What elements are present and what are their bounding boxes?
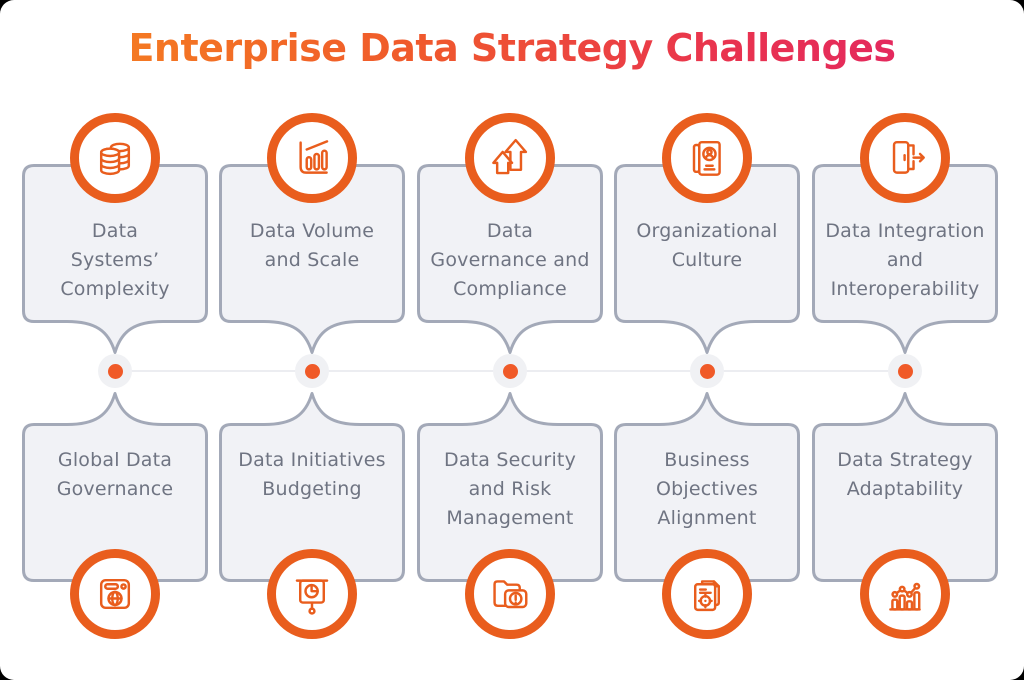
top-card (614, 164, 800, 354)
door-exit-icon (892, 140, 925, 174)
dot-core (897, 363, 913, 379)
top-card (219, 164, 405, 354)
challenge-column-3: Data Governance and Compliance Data Secu… (417, 0, 603, 680)
top-card (22, 164, 208, 354)
timeline-dot (493, 354, 527, 388)
top-card (812, 164, 998, 354)
bar-chart-growth-icon (299, 140, 329, 174)
top-card-label: Data Volume and Scale (249, 220, 375, 271)
timeline-dot (98, 354, 132, 388)
icon-badge (70, 113, 160, 203)
top-card-label: Data Systems’ Complexity (60, 220, 170, 300)
top-card-label: Data Governance and Compliance (430, 220, 590, 300)
bottom-card (614, 392, 800, 582)
top-card-label: Organizational Culture (636, 220, 778, 271)
icon-badge (860, 113, 950, 203)
bottom-card (417, 392, 603, 582)
bottom-card-label: Global Data Governance (56, 449, 174, 500)
dot-core (304, 363, 320, 379)
icon-badge (860, 549, 950, 639)
challenge-column-2: Data Volume and Scale Data Initiatives B… (219, 0, 405, 680)
trend-bars-icon (889, 582, 921, 611)
bottom-card-label: Data Strategy Adaptability (837, 449, 973, 500)
top-card (417, 164, 603, 354)
timeline-dot (690, 354, 724, 388)
page-title: Enterprise Data Strategy Challenges (0, 26, 1024, 70)
icon-badge (70, 549, 160, 639)
presentation-pie-icon (295, 579, 329, 615)
top-card-label: Data Integration and Interoperability (825, 220, 985, 300)
bottom-card-label: Data Security and Risk Management (443, 449, 577, 529)
database-icon (99, 142, 131, 176)
icon-badge (465, 113, 555, 203)
dot-core (502, 363, 518, 379)
bottom-card (812, 392, 998, 582)
documents-target-icon (694, 580, 720, 612)
bottom-card (219, 392, 405, 582)
folder-warning-icon (493, 580, 528, 609)
challenge-column-4: Organizational Culture Business Objectiv… (614, 0, 800, 680)
bottom-card-label: Data Initiatives Budgeting (238, 449, 386, 500)
id-booklet-icon (692, 140, 721, 176)
icon-badge (267, 113, 357, 203)
timeline-dot (295, 354, 329, 388)
icon-badge (662, 113, 752, 203)
challenge-column-1: Data Systems’ Complexity Global Data Gov… (22, 0, 208, 680)
dot-core (699, 363, 715, 379)
bottom-card (22, 392, 208, 582)
timeline-dot (888, 354, 922, 388)
icon-badge (465, 549, 555, 639)
challenge-column-5: Data Integration and Interoperability Da… (812, 0, 998, 680)
browser-globe-icon (99, 578, 131, 610)
icon-badge (662, 549, 752, 639)
bottom-card-label: Business Objectives Alignment (656, 449, 758, 529)
growth-arrows-icon (492, 138, 528, 175)
dot-core (107, 363, 123, 379)
icon-badge (267, 549, 357, 639)
